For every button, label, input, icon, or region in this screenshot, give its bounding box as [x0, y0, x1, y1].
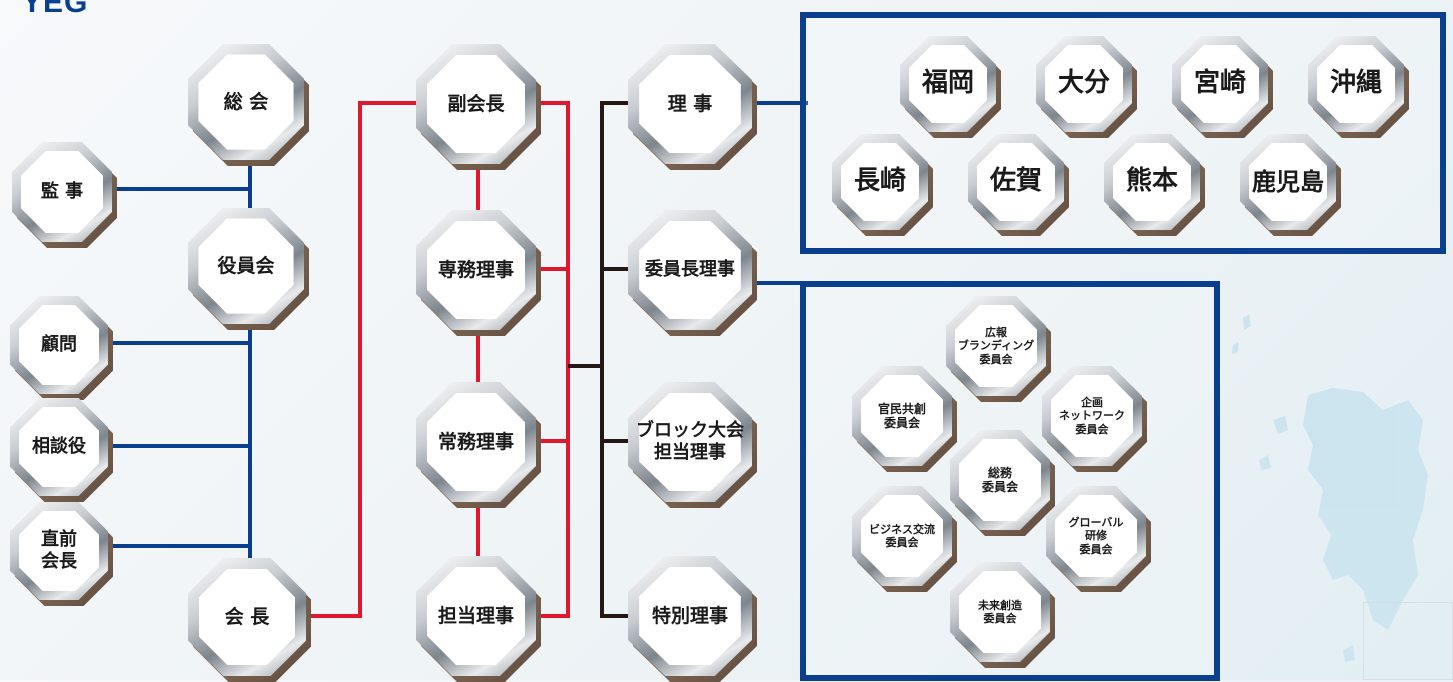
- kyushu-map-icon: [1232, 314, 1428, 662]
- prefecture-kagoshima[interactable]: 鹿児島: [1240, 134, 1341, 236]
- prefecture-oita[interactable]: 大分: [1036, 36, 1137, 138]
- node-soudanyaku[interactable]: 相談役: [10, 398, 113, 502]
- node-kansa[interactable]: 監 事: [12, 142, 117, 248]
- node-yakuinkai[interactable]: 役員会: [188, 208, 309, 330]
- committee-global-kenshuu[interactable]: グローバル 研修 委員会: [1046, 486, 1151, 592]
- prefecture-nagasaki[interactable]: 長崎: [832, 134, 933, 236]
- node-riji[interactable]: 理 事: [628, 44, 757, 170]
- prefecture-kumamoto[interactable]: 熊本: [1104, 134, 1205, 236]
- committee-kouhou-branding[interactable]: 広報 ブランディング 委員会: [946, 296, 1051, 402]
- committee-kanmin-kyousou[interactable]: 官民共創 委員会: [852, 366, 957, 472]
- prefecture-fukuoka[interactable]: 福岡: [900, 36, 1001, 138]
- node-kaichou[interactable]: 会 長: [188, 558, 311, 682]
- node-fukukaichou[interactable]: 副会長: [416, 44, 541, 170]
- node-soukai[interactable]: 総 会: [188, 44, 309, 166]
- okinawa-inset-box: [1363, 602, 1453, 680]
- prefecture-saga[interactable]: 佐賀: [968, 134, 1069, 236]
- prefecture-okinawa[interactable]: 沖縄: [1308, 36, 1409, 138]
- node-komon[interactable]: 顧問: [10, 296, 113, 400]
- committee-kikaku-network[interactable]: 企画 ネットワーク 委員会: [1042, 366, 1147, 472]
- node-block-taikai-riji[interactable]: ブロック大会 担当理事: [628, 382, 757, 508]
- yeg-logo: YEG: [22, 0, 89, 19]
- node-iinchou-riji[interactable]: 委員長理事: [628, 210, 757, 336]
- committee-soumu[interactable]: 総務 委員会: [950, 430, 1055, 536]
- node-senmu-riji[interactable]: 専務理事: [416, 210, 541, 336]
- committee-mirai-souzou[interactable]: 未来創造 委員会: [950, 562, 1055, 668]
- node-tantou-riji[interactable]: 担当理事: [416, 556, 541, 682]
- node-joumu-riji[interactable]: 常務理事: [416, 382, 541, 508]
- prefecture-miyazaki[interactable]: 宮崎: [1172, 36, 1273, 138]
- node-chokuzen-kaichou[interactable]: 直前 会長: [10, 502, 113, 606]
- committee-business-kouryuu[interactable]: ビジネス交流 委員会: [852, 486, 957, 592]
- node-tokubetsu-riji[interactable]: 特別理事: [628, 556, 757, 682]
